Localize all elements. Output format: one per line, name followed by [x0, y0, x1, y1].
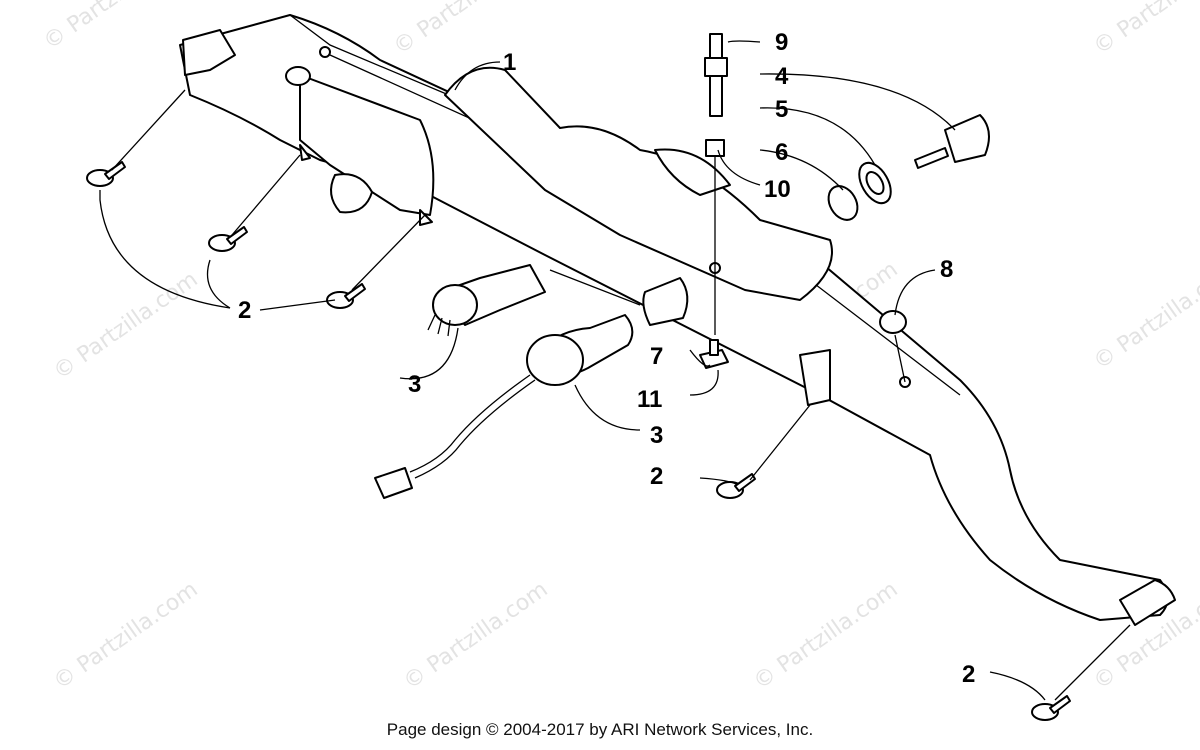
callout-2: 2 — [650, 463, 663, 490]
callout-7: 7 — [650, 343, 663, 370]
callout-2: 2 — [238, 297, 251, 324]
plug-part-8 — [879, 310, 907, 334]
watermark: © Partzilla.com — [749, 577, 902, 695]
callout-2: 2 — [962, 661, 975, 688]
stud-part-9 — [704, 33, 728, 117]
callout-10: 10 — [764, 176, 791, 203]
watermark: © Partzilla.com — [389, 0, 542, 60]
watermark: © Partzilla.com — [1089, 0, 1200, 60]
watermark: © Partzilla.com — [39, 0, 192, 55]
page-footer: Page design © 2004-2017 by ARI Network S… — [386, 720, 814, 739]
key-part-4 — [914, 114, 990, 169]
bezel-nut-part-5 — [858, 161, 892, 205]
callout-9: 9 — [775, 29, 788, 56]
watermark: © Partzilla.com — [399, 577, 552, 695]
callout-4: 4 — [775, 63, 789, 90]
callout-1: 1 — [503, 49, 516, 76]
callout-3: 3 — [650, 422, 663, 449]
clip-part-11 — [699, 339, 729, 369]
callout-5: 5 — [775, 96, 788, 123]
bushing-part-7 — [642, 277, 689, 326]
callout-11: 11 — [637, 386, 662, 413]
callout-6: 6 — [775, 139, 788, 166]
switch-part-3 — [374, 264, 634, 499]
watermark: © Partzilla.com — [49, 577, 202, 695]
leader-lines — [99, 40, 1131, 701]
watermark: © Partzilla.com — [49, 267, 202, 385]
callout-labels: 1 9 4 5 6 10 8 7 11 3 3 2 2 2 — [238, 29, 975, 688]
watermark: © Partzilla.com — [1089, 257, 1200, 375]
washer-part-6 — [827, 185, 859, 221]
callout-3: 3 — [408, 371, 421, 398]
spacer-part-10 — [705, 139, 725, 157]
callout-8: 8 — [940, 256, 953, 283]
